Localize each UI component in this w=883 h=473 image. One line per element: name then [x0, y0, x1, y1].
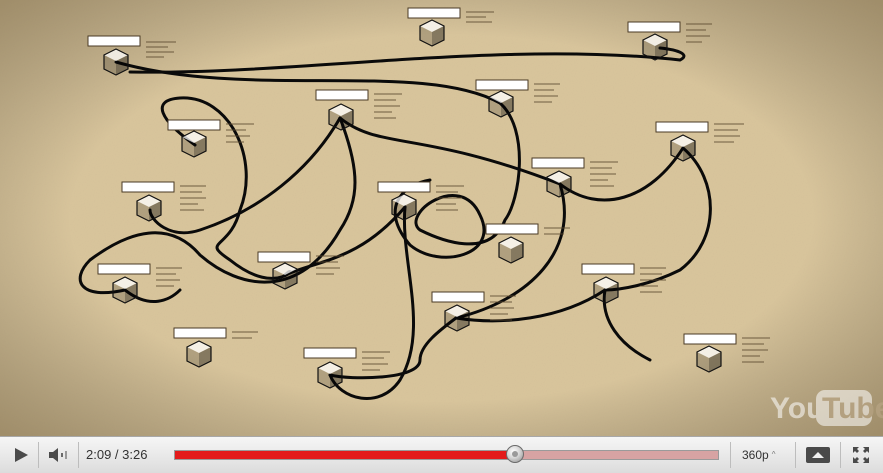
volume-button[interactable]: [42, 437, 74, 473]
cube-orange: [186, 340, 212, 368]
youtube-watermark: You Tube: [770, 390, 883, 426]
control-divider: [78, 442, 79, 468]
control-divider: [840, 442, 841, 468]
cube-green: [498, 236, 524, 264]
node-notes: [87, 7, 770, 371]
theater-mode-icon: [806, 447, 830, 463]
cube-purple: [317, 361, 343, 389]
cube-green: [696, 345, 722, 373]
cube-red: [112, 276, 138, 304]
volume-icon: [49, 448, 67, 462]
cube-red: [488, 90, 514, 118]
cube-yellow: [419, 19, 445, 47]
play-icon: [15, 448, 28, 462]
cube-green: [103, 48, 129, 76]
chevron-up-icon: ^: [771, 450, 776, 459]
watermark-tube: Tube: [822, 392, 883, 425]
progress-played: [175, 451, 515, 459]
video-frame[interactable]: You Tube: [0, 0, 883, 436]
connection-lines: [78, 46, 712, 400]
time-display: 2:09 / 3:26: [86, 437, 147, 473]
cube-teal: [670, 134, 696, 162]
video-content: You Tube: [0, 0, 883, 436]
fullscreen-button[interactable]: [844, 437, 878, 473]
control-divider: [730, 442, 731, 468]
theater-mode-button[interactable]: [800, 437, 836, 473]
quality-selector[interactable]: 360p^: [742, 437, 775, 473]
duration: 3:26: [122, 447, 148, 462]
cube-yellow: [136, 194, 162, 222]
time-separator: /: [111, 447, 123, 462]
cube-purple: [642, 33, 668, 61]
fullscreen-icon: [853, 447, 869, 463]
current-time: 2:09: [86, 447, 112, 462]
play-button[interactable]: [6, 437, 36, 473]
cube-green: [272, 262, 298, 290]
cube-orange: [444, 304, 470, 332]
watermark-you: You: [770, 392, 824, 425]
cube-orange: [328, 103, 354, 131]
cube-purple: [181, 130, 207, 158]
progress-bar[interactable]: [174, 445, 719, 463]
player-control-bar: 2:09 / 3:26 360p^: [0, 436, 883, 473]
control-divider: [38, 442, 39, 468]
quality-label: 360p: [742, 448, 769, 462]
scrubber-handle[interactable]: [505, 445, 524, 463]
cube-purple: [546, 170, 572, 198]
cube-yellow: [391, 193, 417, 221]
control-divider: [795, 442, 796, 468]
cube-blue: [593, 276, 619, 304]
